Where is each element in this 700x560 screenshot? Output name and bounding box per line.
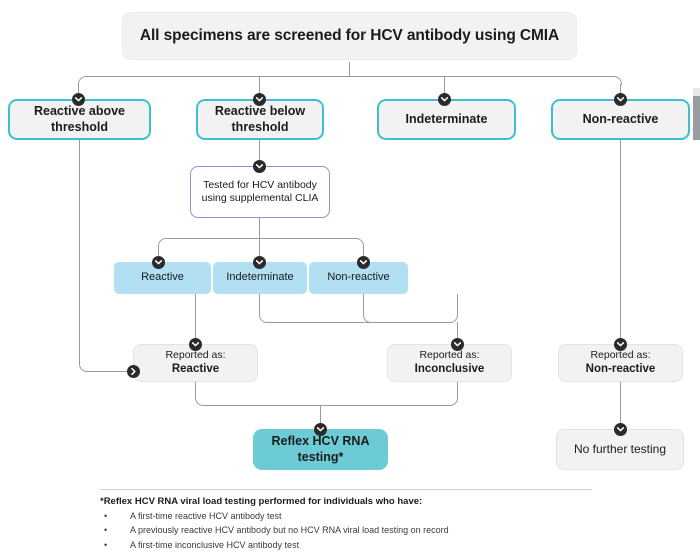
- connector-reactive-above-to-reported: [87, 371, 133, 372]
- connector-elbow-incon-a: [259, 314, 268, 323]
- footnote-item: • A previously reactive HCV antibody but…: [100, 525, 592, 535]
- node-indeterminate[interactable]: Indeterminate: [377, 99, 516, 140]
- node-reactive-above-threshold[interactable]: Reactive above threshold: [8, 99, 151, 140]
- footnote-item: • A first-time inconclusive HCV antibody…: [100, 540, 592, 550]
- connector-drop-reactive-below: [259, 77, 260, 99]
- connector-reactive-above-down: [79, 140, 80, 363]
- node-label: Indeterminate: [405, 111, 488, 126]
- connector-elbow-reactive-above: [79, 363, 88, 372]
- connector-reflex-bus: [203, 405, 450, 406]
- reported-value: Reactive: [171, 363, 220, 376]
- connector-drop-reactive-above: [78, 84, 79, 99]
- connector-inconclusive-bus: [267, 322, 449, 323]
- node-reported-inconclusive[interactable]: Reported as: Inconclusive: [387, 344, 512, 382]
- chevron-down-icon: [614, 423, 627, 436]
- chevron-down-icon: [451, 338, 464, 351]
- connector-reported-reactive-down: [195, 382, 196, 397]
- connector-reported-inconclusive-down: [457, 382, 458, 397]
- node-label: Tested for HCV antibody using supplement…: [201, 178, 319, 204]
- footnote-heading: *Reflex HCV RNA viral load testing perfo…: [100, 496, 423, 507]
- connector-clia-reactive-down: [195, 294, 196, 344]
- connector-elbow-reflex-right: [449, 397, 458, 406]
- connector-clia-indeterminate-down: [259, 294, 260, 314]
- chevron-down-icon: [438, 93, 451, 106]
- connector-reflex-stem: [320, 405, 321, 429]
- reported-value: Inconclusive: [414, 363, 485, 376]
- connector-elbow-clia-right: [355, 238, 364, 247]
- chevron-down-icon: [72, 93, 85, 106]
- connector-drop-indeterminate: [444, 77, 445, 99]
- node-label: Reactive: [141, 271, 184, 284]
- chevron-down-icon: [357, 256, 370, 269]
- node-label: Indeterminate: [226, 271, 294, 284]
- node-label: Non-reactive: [582, 111, 659, 126]
- connector-title-stem: [349, 62, 350, 76]
- scrollbar-track: [693, 88, 700, 97]
- footnote-item: • A first-time reactive HCV antibody tes…: [100, 511, 592, 521]
- node-reactive-below-threshold[interactable]: Reactive below threshold: [196, 99, 324, 140]
- footnote-item-text: A first-time reactive HCV antibody test: [130, 511, 282, 521]
- chevron-down-icon: [189, 338, 202, 351]
- node-label: No further testing: [573, 442, 667, 456]
- bullet-icon: •: [104, 539, 108, 550]
- node-label: Reactive below threshold: [214, 103, 306, 134]
- connector-nonreactive-down: [620, 140, 621, 344]
- connector-drop-clia-non-reactive: [363, 246, 364, 262]
- connector-reactive-below-to-clia: [259, 140, 260, 166]
- connector-clia-stem: [259, 218, 260, 262]
- reported-prefix: Reported as:: [590, 349, 651, 362]
- node-label: Reflex HCV RNA testing*: [271, 433, 370, 464]
- connector-drop-non-reactive: [620, 84, 621, 99]
- node-label: Reactive above threshold: [33, 103, 126, 134]
- footnote-item-text: A first-time inconclusive HCV antibody t…: [130, 539, 300, 550]
- reported-value: Non-reactive: [585, 363, 656, 376]
- connector-inconclusive-down: [457, 322, 458, 344]
- bullet-icon: •: [104, 511, 108, 521]
- chevron-right-icon: [127, 365, 140, 378]
- connector-clia-nonreactive-down: [363, 294, 364, 314]
- title-box: All specimens are screened for HCV antib…: [122, 12, 577, 60]
- node-label: Non-reactive: [327, 271, 390, 284]
- node-reported-non-reactive[interactable]: Reported as: Non-reactive: [558, 344, 683, 382]
- scrollbar-thumb[interactable]: [693, 96, 700, 140]
- connector-elbow-tier1-right: [613, 76, 622, 85]
- connector-elbow-reflex-left: [195, 397, 204, 406]
- chevron-down-icon: [152, 256, 165, 269]
- connector-tier1-bus: [86, 76, 613, 77]
- connector-nofurther-stem: [620, 382, 621, 429]
- node-supplemental-clia[interactable]: Tested for HCV antibody using supplement…: [190, 166, 330, 218]
- reported-prefix: Reported as:: [419, 349, 480, 362]
- connector-drop-clia-reactive: [158, 246, 159, 262]
- title-text: All specimens are screened for HCV antib…: [139, 27, 560, 45]
- connector-elbow-tier1-left: [78, 76, 87, 85]
- chevron-down-icon: [253, 160, 266, 173]
- footnote-block: *Reflex HCV RNA viral load testing perfo…: [100, 489, 592, 554]
- bullet-icon: •: [104, 525, 108, 536]
- connector-elbow-clia-left: [158, 238, 167, 247]
- node-clia-indeterminate[interactable]: Indeterminate: [213, 262, 307, 294]
- chevron-down-icon: [253, 256, 266, 269]
- chevron-down-icon: [253, 93, 266, 106]
- chevron-down-icon: [614, 93, 627, 106]
- chevron-down-icon: [314, 423, 327, 436]
- reported-prefix: Reported as:: [165, 349, 226, 362]
- chevron-down-icon: [614, 338, 627, 351]
- footnote-divider: [100, 489, 592, 490]
- connector-clia-bus: [166, 238, 355, 239]
- connector-inconclusive-riser: [457, 294, 458, 314]
- footnote-item-text: A previously reactive HCV antibody but n…: [130, 525, 449, 536]
